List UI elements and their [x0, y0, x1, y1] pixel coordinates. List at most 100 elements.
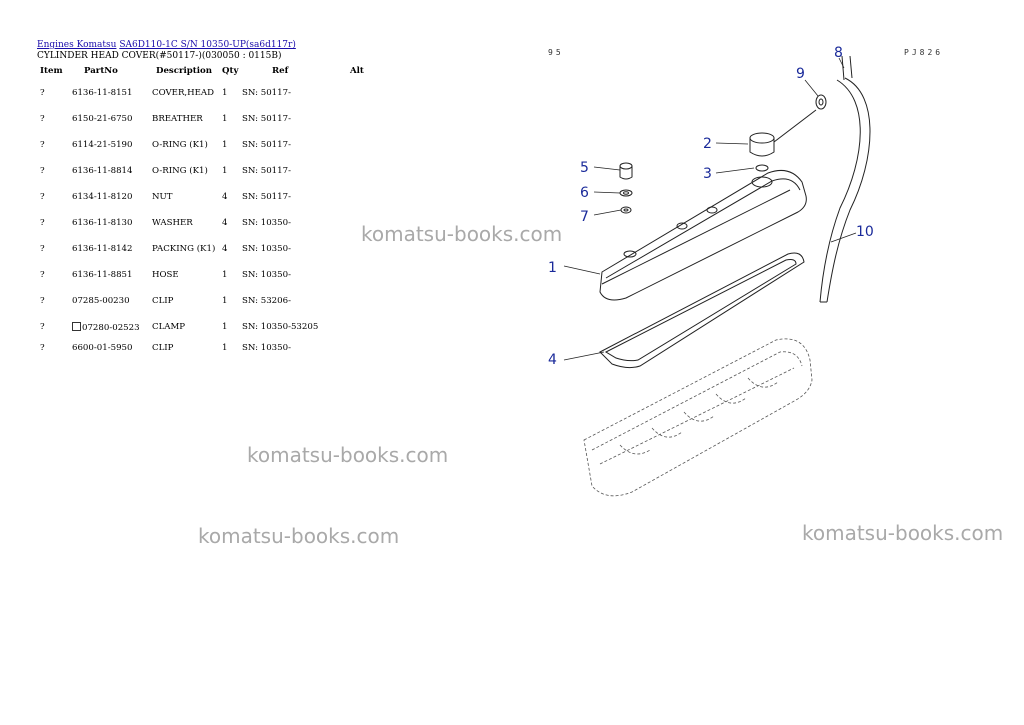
callout-9: 9	[796, 66, 805, 82]
header-qty: Qty	[222, 66, 239, 76]
cell-description: CLIP	[152, 296, 174, 306]
cell-qty: 4	[222, 218, 228, 228]
table-row: ? 6600-01-5950 CLIP 1 SN: 10350-	[35, 340, 380, 361]
diagram-page-code-right: PJ826	[904, 48, 943, 57]
clip-drawing	[815, 94, 827, 110]
missing-glyph-icon	[72, 322, 81, 331]
callout-1: 1	[548, 260, 557, 276]
hose-drawing	[819, 55, 871, 303]
cell-item: ?	[40, 192, 45, 202]
exploded-parts-diagram: 95 PJ826	[548, 45, 943, 497]
head-cover-drawing	[599, 170, 807, 301]
callout-7: 7	[580, 209, 589, 225]
cell-ref: SN: 10350-	[242, 218, 291, 228]
table-row: ? 6150-21-6750 BREATHER 1 SN: 50117-	[35, 106, 380, 132]
table-header-row: Item PartNo Description Qty Ref Alt	[35, 64, 380, 80]
cylinder-head-drawing	[583, 338, 813, 497]
cell-item: ?	[40, 218, 45, 228]
table-row: ? 07285-00230 CLIP 1 SN: 53206-	[35, 288, 380, 314]
cell-alt	[350, 106, 380, 132]
cell-item: ?	[40, 166, 45, 176]
cell-qty: 1	[222, 140, 228, 150]
cell-alt	[350, 184, 380, 210]
cell-partno-text: 07280-02523	[82, 323, 140, 333]
cell-qty: 1	[222, 114, 228, 124]
callout-5: 5	[580, 160, 589, 176]
breadcrumb-link-model[interactable]: SA6D110-1C S/N 10350-UP(sa6d117r)	[119, 40, 296, 50]
cell-item: ?	[40, 270, 45, 280]
table-row: ? 07280-02523 CLAMP 1 SN: 10350-53205	[35, 314, 380, 340]
table-row: ? 6136-11-8130 WASHER 4 SN: 10350-	[35, 210, 380, 236]
cell-partno: 07285-00230	[72, 296, 130, 306]
callout-3: 3	[703, 166, 712, 182]
diagram-page-code-left: 95	[548, 48, 564, 57]
cell-partno: 6136-11-8814	[72, 166, 133, 176]
header-ref: Ref	[272, 66, 289, 76]
cell-ref: SN: 53206-	[242, 296, 291, 306]
cell-alt	[350, 262, 380, 288]
cell-ref: SN: 50117-	[242, 192, 291, 202]
cell-item: ?	[40, 244, 45, 254]
watermark: komatsu-books.com	[361, 222, 563, 246]
cell-qty: 4	[222, 244, 228, 254]
cell-ref: SN: 50117-	[242, 114, 291, 124]
cell-ref: SN: 10350-	[242, 343, 291, 353]
header-alt: Alt	[350, 66, 364, 76]
cell-description: PACKING (K1)	[152, 244, 216, 254]
callout-8: 8	[834, 45, 843, 61]
cell-qty: 4	[222, 192, 228, 202]
cell-alt	[350, 314, 380, 340]
cell-description: HOSE	[152, 270, 179, 280]
cell-partno: 6136-11-8142	[72, 244, 133, 254]
cell-ref: SN: 50117-	[242, 140, 291, 150]
breadcrumb-link-engines[interactable]: Engines Komatsu	[37, 40, 117, 50]
callout-2: 2	[703, 136, 712, 152]
cell-description: COVER,HEAD	[152, 88, 215, 98]
cell-partno: 6134-11-8120	[72, 192, 133, 202]
header-partno: PartNo	[84, 66, 118, 76]
table-row: ? 6114-21-5190 O-RING (K1) 1 SN: 50117-	[35, 132, 380, 158]
cell-partno: 6136-11-8151	[72, 88, 133, 98]
cell-description: WASHER	[152, 218, 193, 228]
watermark: komatsu-books.com	[802, 521, 1004, 545]
cell-item: ?	[40, 140, 45, 150]
cell-ref: SN: 50117-	[242, 88, 291, 98]
callout-6: 6	[580, 185, 589, 201]
cell-partno: 6150-21-6750	[72, 114, 133, 124]
table-row: ? 6136-11-8151 COVER,HEAD 1 SN: 50117-	[35, 80, 380, 106]
table-row: ? 6136-11-8851 HOSE 1 SN: 10350-	[35, 262, 380, 288]
cell-description: BREATHER	[152, 114, 203, 124]
cell-partno: 07280-02523	[72, 314, 152, 340]
cell-description: CLIP	[152, 343, 174, 353]
cell-qty: 1	[222, 88, 228, 98]
cell-qty: 1	[222, 343, 228, 353]
cell-ref: SN: 10350-53205	[242, 322, 319, 332]
cell-partno: 6600-01-5950	[72, 343, 133, 353]
cell-alt	[350, 132, 380, 158]
page-title: CYLINDER HEAD COVER(#50117-)(030050 : 01…	[37, 51, 282, 61]
table-row: ? 6134-11-8120 NUT 4 SN: 50117-	[35, 184, 380, 210]
table-row: ? 6136-11-8142 PACKING (K1) 4 SN: 10350-	[35, 236, 380, 262]
cell-qty: 1	[222, 296, 228, 306]
cell-partno: 6136-11-8130	[72, 218, 133, 228]
o-ring-drawing	[755, 164, 769, 172]
nut-washer-drawing	[619, 162, 633, 214]
cell-alt	[350, 288, 380, 314]
gasket-drawing	[599, 252, 805, 369]
cell-item: ?	[40, 88, 45, 98]
cell-description: O-RING (K1)	[152, 166, 208, 176]
cell-partno: 6136-11-8851	[72, 270, 133, 280]
table-row: ? 6136-11-8814 O-RING (K1) 1 SN: 50117-	[35, 158, 380, 184]
breadcrumb: Engines Komatsu SA6D110-1C S/N 10350-UP(…	[37, 40, 296, 51]
cell-item: ?	[40, 343, 45, 353]
callout-4: 4	[548, 352, 557, 368]
watermark: komatsu-books.com	[198, 524, 400, 548]
cell-item: ?	[40, 296, 45, 306]
cell-alt	[350, 80, 380, 106]
cell-ref: SN: 50117-	[242, 166, 291, 176]
cell-description: NUT	[152, 192, 173, 202]
breather-drawing	[749, 109, 817, 157]
parts-table: Item PartNo Description Qty Ref Alt ? 61…	[35, 64, 380, 361]
cell-item: ?	[40, 322, 45, 332]
cell-item: ?	[40, 114, 45, 124]
